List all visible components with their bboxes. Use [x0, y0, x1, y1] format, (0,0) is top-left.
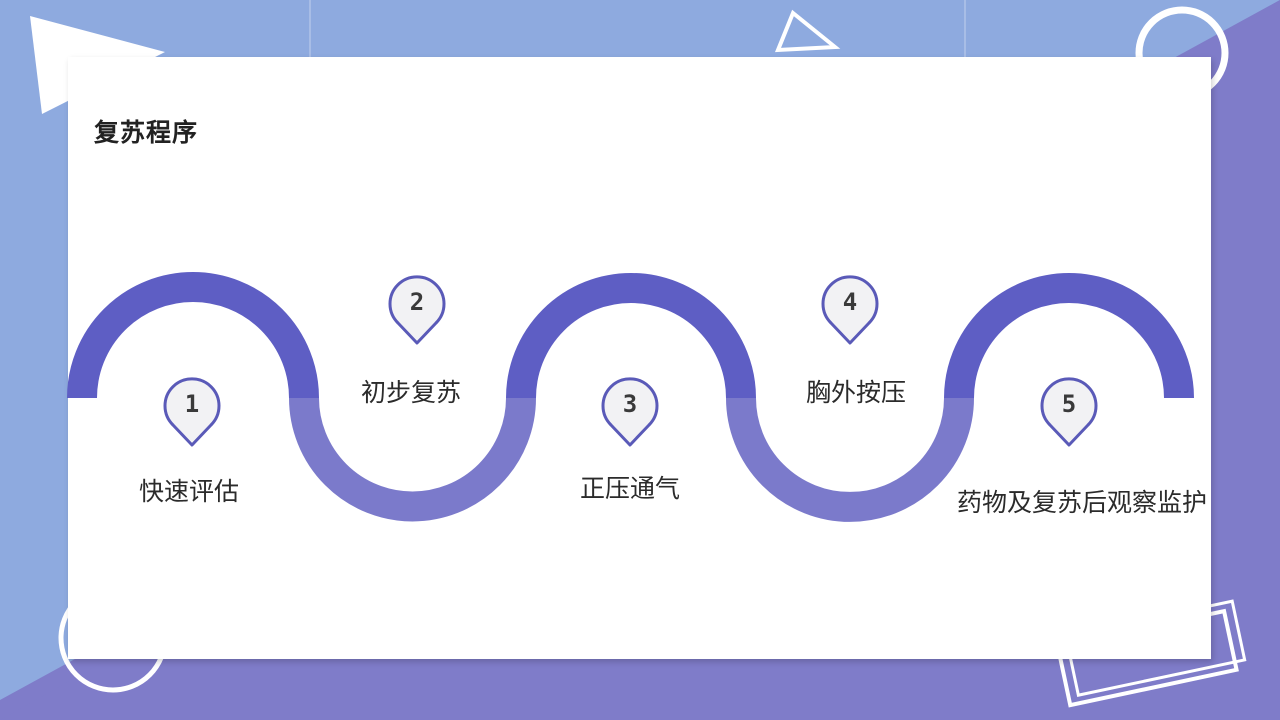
map-pin-icon: [821, 275, 879, 345]
step-5-label: 药物及复苏后观察监护: [956, 488, 1208, 517]
wave-arc-bottom-2: [726, 397, 974, 522]
step-3-label: 正压通气: [579, 474, 681, 503]
triangle-outline-decor: [774, 9, 841, 53]
step-1-pin: 1: [162, 377, 222, 449]
map-pin-icon: [601, 377, 659, 447]
step-2-pin: 2: [387, 275, 447, 347]
map-pin-icon: [388, 275, 446, 345]
wave-arc-top-3: [944, 273, 1194, 399]
step-3-number: 3: [622, 390, 638, 418]
wave-arc-top-2: [506, 273, 756, 399]
step-4-label: 胸外按压: [805, 378, 907, 407]
step-4-number: 4: [842, 288, 858, 316]
wave-arc-top-1: [67, 272, 319, 399]
step-4-pin: 4: [820, 275, 880, 347]
content-card: [68, 57, 1211, 659]
step-1-label: 快速评估: [138, 477, 240, 506]
map-pin-icon: [1040, 377, 1098, 447]
slide-title: 复苏程序: [94, 118, 199, 147]
step-5-pin: 5: [1039, 377, 1099, 449]
step-2-label: 初步复苏: [360, 378, 462, 407]
step-2-number: 2: [409, 288, 425, 316]
step-3-pin: 3: [600, 377, 660, 449]
map-pin-icon: [163, 377, 221, 447]
wave-arc-bottom-1: [289, 397, 536, 522]
step-5-number: 5: [1061, 390, 1077, 418]
step-1-number: 1: [184, 390, 200, 418]
